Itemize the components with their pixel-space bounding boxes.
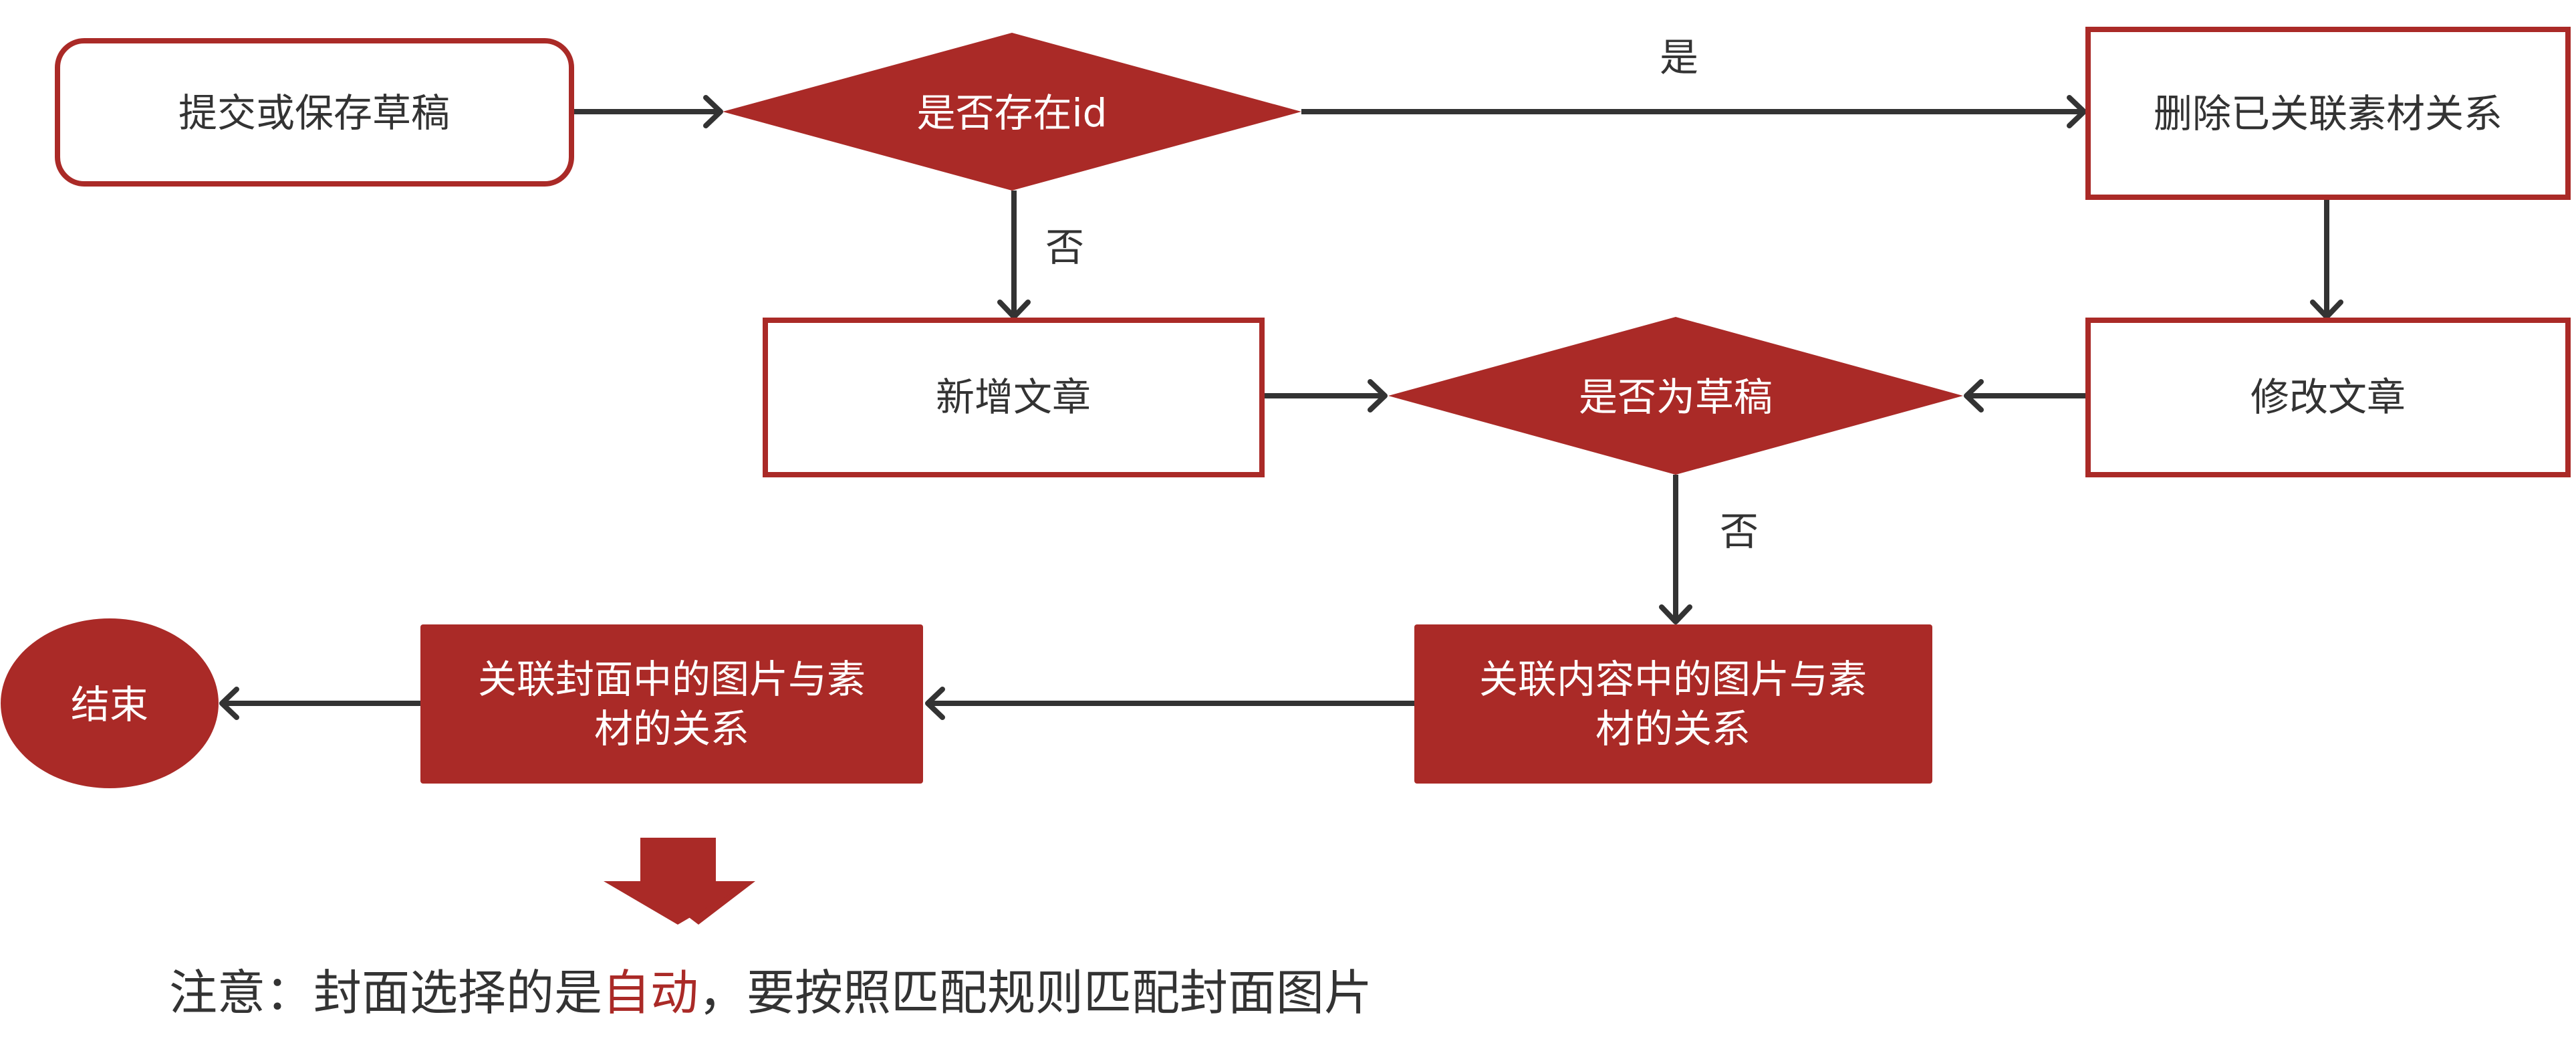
update-article-node: 修改文章 bbox=[2085, 318, 2571, 477]
svg-text:材的关系: 材的关系 bbox=[594, 706, 749, 751]
arrowhead bbox=[2310, 300, 2343, 320]
content-relation-node: 关联内容中的图片与素 材的关系 bbox=[1414, 624, 1932, 784]
down-arrow-shaft bbox=[640, 838, 716, 883]
note-prefix: 注意：封面选择的是 bbox=[169, 965, 602, 1021]
down-arrow-head bbox=[604, 881, 752, 925]
delete-relations-node: 删除已关联素材关系 bbox=[2085, 27, 2571, 200]
delete-relations-label: 删除已关联素材关系 bbox=[2154, 91, 2502, 136]
svg-text:关联封面中的图片与素: 关联封面中的图片与素 bbox=[478, 657, 866, 702]
update-article-label: 修改文章 bbox=[2250, 374, 2406, 420]
add-article-label: 新增文章 bbox=[936, 374, 1091, 420]
cover-relation-node: 关联封面中的图片与素 材的关系 bbox=[420, 624, 923, 784]
connectors bbox=[219, 95, 2343, 720]
add-article-node: 新增文章 bbox=[763, 318, 1265, 477]
decision-is-draft: 是否为草稿 bbox=[1388, 317, 1963, 475]
start-node-label: 提交或保存草稿 bbox=[178, 90, 450, 136]
decision-is-draft-label: 是否为草稿 bbox=[1579, 374, 1773, 420]
note-text: 注意：封面选择的是自动，要按照匹配规则匹配封面图片 bbox=[169, 965, 1372, 1021]
arrowhead bbox=[1964, 379, 1984, 413]
content-relation-label-line1: 关联内容中的图片与素 bbox=[1479, 657, 1867, 702]
arrowhead bbox=[219, 687, 239, 720]
cover-relation-label-line1: 关联封面中的图片与素 bbox=[478, 657, 866, 702]
svg-text:关联内容中的图片与素: 关联内容中的图片与素 bbox=[1479, 657, 1867, 702]
edge-label-no: 否 bbox=[1045, 225, 1084, 270]
edge-label-no: 否 bbox=[1720, 509, 1759, 554]
end-node: 结束 bbox=[1, 618, 219, 788]
note-suffix: ，要按照匹配规则匹配封面图片 bbox=[698, 965, 1372, 1021]
arrowhead bbox=[925, 687, 945, 720]
arrowhead bbox=[703, 95, 723, 128]
decision-has-id-label: 是否存在id bbox=[917, 90, 1108, 136]
arrowhead bbox=[997, 300, 1031, 320]
svg-text:材的关系: 材的关系 bbox=[1595, 706, 1751, 751]
decision-has-id: 是否存在id bbox=[723, 33, 1301, 191]
start-node: 提交或保存草稿 bbox=[55, 38, 574, 187]
edge-label-yes: 是 bbox=[1660, 35, 1698, 80]
end-node-label: 结束 bbox=[71, 682, 148, 727]
note-highlight: 自动 bbox=[602, 965, 698, 1021]
arrowhead bbox=[1368, 379, 1388, 413]
arrowhead bbox=[2067, 95, 2087, 128]
arrowhead bbox=[1659, 604, 1692, 624]
content-relation-label-line2: 材的关系 bbox=[1595, 706, 1751, 751]
cover-relation-label-line2: 材的关系 bbox=[594, 706, 749, 751]
